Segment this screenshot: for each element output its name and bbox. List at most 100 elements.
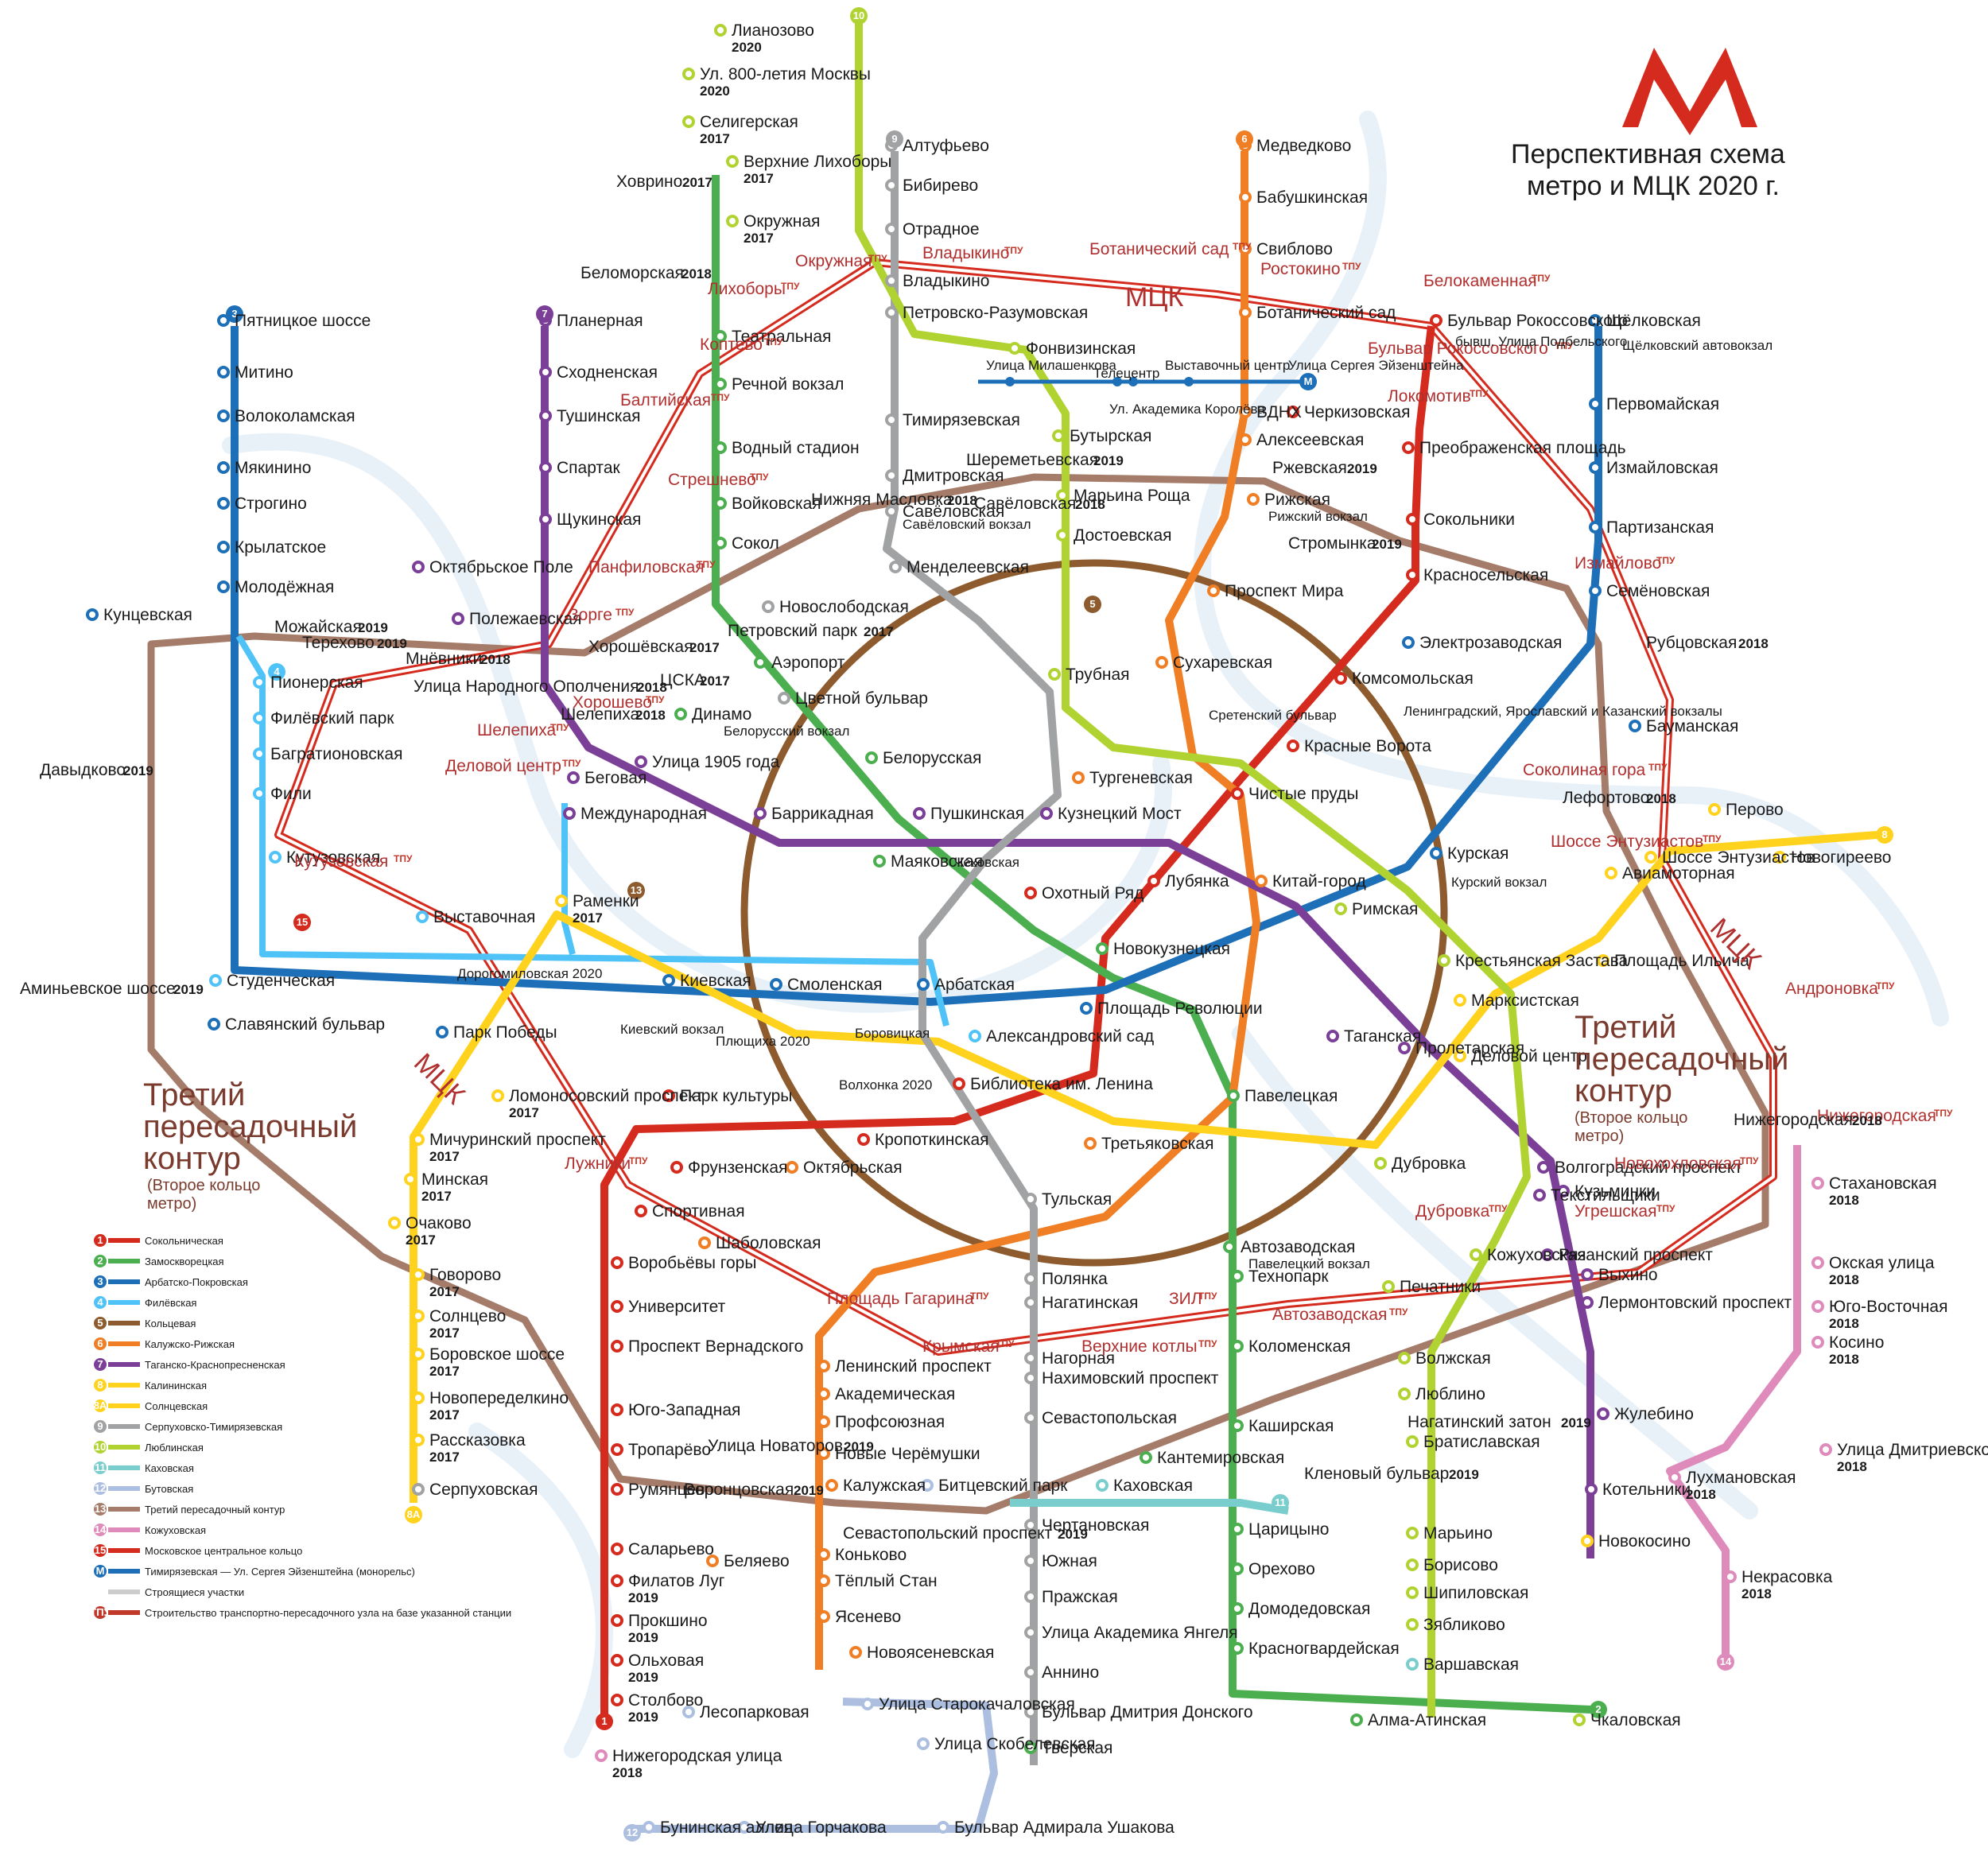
- station-label[interactable]: Парк культуры: [680, 1087, 792, 1105]
- third-contour-station-label[interactable]: Ржевская: [1272, 459, 1347, 477]
- station-label[interactable]: Люблино: [1415, 1385, 1485, 1403]
- station[interactable]: Пражская: [1042, 1588, 1118, 1606]
- station[interactable]: Выхино: [1598, 1266, 1658, 1284]
- mck-station-label[interactable]: Балтийская: [620, 391, 711, 409]
- station-label[interactable]: Саларьево: [628, 1540, 714, 1558]
- station[interactable]: Новогиреево: [1791, 848, 1891, 867]
- station-label[interactable]: Щукинская: [557, 510, 641, 529]
- station[interactable]: Театральная: [732, 328, 831, 346]
- station-label[interactable]: Белорусская: [883, 749, 981, 767]
- station[interactable]: Савёловская: [903, 503, 1004, 521]
- station-label[interactable]: Юго-Восточная: [1829, 1298, 1947, 1316]
- station[interactable]: Рижская: [1264, 491, 1330, 509]
- station-label[interactable]: Партизанская: [1606, 518, 1714, 537]
- station-label[interactable]: Очаково: [406, 1214, 472, 1232]
- station-label[interactable]: Пролетарская: [1415, 1039, 1524, 1058]
- station-label[interactable]: Дмитровская: [903, 467, 1004, 485]
- station-label[interactable]: Чкаловская: [1590, 1711, 1681, 1729]
- station-label[interactable]: Октябрьская: [803, 1159, 903, 1177]
- station-label[interactable]: Бауманская: [1646, 717, 1738, 736]
- mck-station-label[interactable]: Новохохловская: [1614, 1155, 1741, 1173]
- station[interactable]: Тимирязевская: [903, 411, 1020, 429]
- station[interactable]: Достоевская: [1074, 526, 1172, 545]
- station[interactable]: Лермонтовский проспект: [1598, 1294, 1792, 1312]
- station[interactable]: Бульвар Адмирала Ушакова: [954, 1818, 1175, 1837]
- station[interactable]: Лесопарковая: [700, 1703, 810, 1721]
- mck-station-label[interactable]: Соколиная гора: [1523, 761, 1646, 779]
- station-label[interactable]: Новые Черёмушки: [835, 1445, 980, 1463]
- station-label[interactable]: Сокол: [732, 534, 779, 553]
- third-contour-station-label[interactable]: Шереметьевская: [966, 451, 1098, 469]
- station-label[interactable]: Бульвар Рокоссовского: [1447, 312, 1628, 330]
- third-contour-station-label[interactable]: Кленовый бульвар: [1304, 1465, 1449, 1483]
- station-label[interactable]: Пушкинская: [930, 805, 1024, 823]
- station[interactable]: Профсоюзная: [835, 1413, 945, 1431]
- station-label[interactable]: Филёвский парк: [270, 709, 394, 728]
- station[interactable]: Чистые пруды: [1248, 785, 1358, 803]
- station-label[interactable]: Ясенево: [835, 1608, 901, 1626]
- station[interactable]: Рязанский проспект: [1559, 1246, 1713, 1264]
- station[interactable]: Братиславская: [1423, 1433, 1540, 1451]
- station[interactable]: Библиотека им. Ленина: [970, 1075, 1153, 1093]
- third-contour-station-label[interactable]: Воронцовская: [684, 1481, 794, 1499]
- station[interactable]: Владыкино: [903, 272, 989, 290]
- station[interactable]: Пролетарская: [1415, 1039, 1524, 1058]
- station-label[interactable]: Верхние Лихоборы: [744, 153, 891, 171]
- station-label[interactable]: Парк Победы: [453, 1023, 557, 1042]
- station-label[interactable]: Окружная: [744, 212, 820, 231]
- station-label[interactable]: Цветной бульвар: [795, 689, 928, 708]
- station[interactable]: Полежаевская: [469, 610, 582, 628]
- station-label[interactable]: Тургеневская: [1089, 769, 1193, 787]
- third-contour-station-label[interactable]: Лефортово: [1563, 789, 1649, 807]
- station-label[interactable]: Волоколамская: [235, 407, 355, 425]
- station[interactable]: Таганская: [1344, 1027, 1421, 1046]
- station-label[interactable]: Достоевская: [1074, 526, 1172, 545]
- station-label[interactable]: Ул. 800-летия Москвы: [700, 65, 871, 83]
- third-contour-station-label[interactable]: Улица Народного Ополчения: [414, 677, 639, 696]
- station-label[interactable]: Шипиловская: [1423, 1584, 1528, 1602]
- station[interactable]: Улица Скобелевская: [934, 1735, 1096, 1753]
- station[interactable]: Аэропорт: [771, 654, 845, 672]
- station-label[interactable]: Александровский сад: [986, 1027, 1154, 1046]
- monorail-station-label[interactable]: Улица Милашенкова: [986, 358, 1116, 373]
- station-label[interactable]: Южная: [1042, 1552, 1097, 1570]
- station[interactable]: Спортивная: [652, 1202, 745, 1221]
- third-contour-station-label[interactable]: Улица Новаторов: [708, 1437, 843, 1455]
- station-label[interactable]: Китай-город: [1272, 872, 1366, 891]
- station-label[interactable]: Новокузнецкая: [1113, 940, 1230, 958]
- station-label[interactable]: Алтуфьево: [903, 137, 989, 155]
- station[interactable]: Баррикадная: [771, 805, 874, 823]
- station-label[interactable]: Улица Старокачаловская: [879, 1695, 1075, 1714]
- station[interactable]: Лубянка: [1165, 872, 1229, 891]
- station[interactable]: Текстильщики: [1551, 1186, 1660, 1205]
- station[interactable]: Динамо: [692, 705, 751, 724]
- station-label[interactable]: Юго-Западная: [628, 1401, 740, 1419]
- station[interactable]: Третьяковская: [1101, 1135, 1213, 1153]
- monorail-station-label[interactable]: Ул. Академика Королёва: [1109, 402, 1265, 417]
- mck-station-label[interactable]: Ботанический сад: [1089, 240, 1229, 258]
- station[interactable]: Водный стадион: [732, 439, 860, 457]
- station[interactable]: Семёновская: [1606, 582, 1710, 600]
- station[interactable]: Бибирево: [903, 177, 978, 195]
- station[interactable]: Кунцевская: [103, 606, 192, 624]
- station-label[interactable]: Лесопарковая: [700, 1703, 810, 1721]
- station-label[interactable]: Рижская: [1264, 491, 1330, 509]
- station[interactable]: Беляево: [724, 1552, 790, 1570]
- station[interactable]: Отрадное: [903, 220, 980, 239]
- station-label[interactable]: Борисово: [1423, 1556, 1498, 1574]
- station-label[interactable]: Аннино: [1042, 1663, 1099, 1682]
- station[interactable]: Арбатская: [934, 976, 1015, 994]
- station[interactable]: Марьино: [1423, 1524, 1493, 1543]
- station[interactable]: Улица Академика Янгеля: [1042, 1624, 1238, 1642]
